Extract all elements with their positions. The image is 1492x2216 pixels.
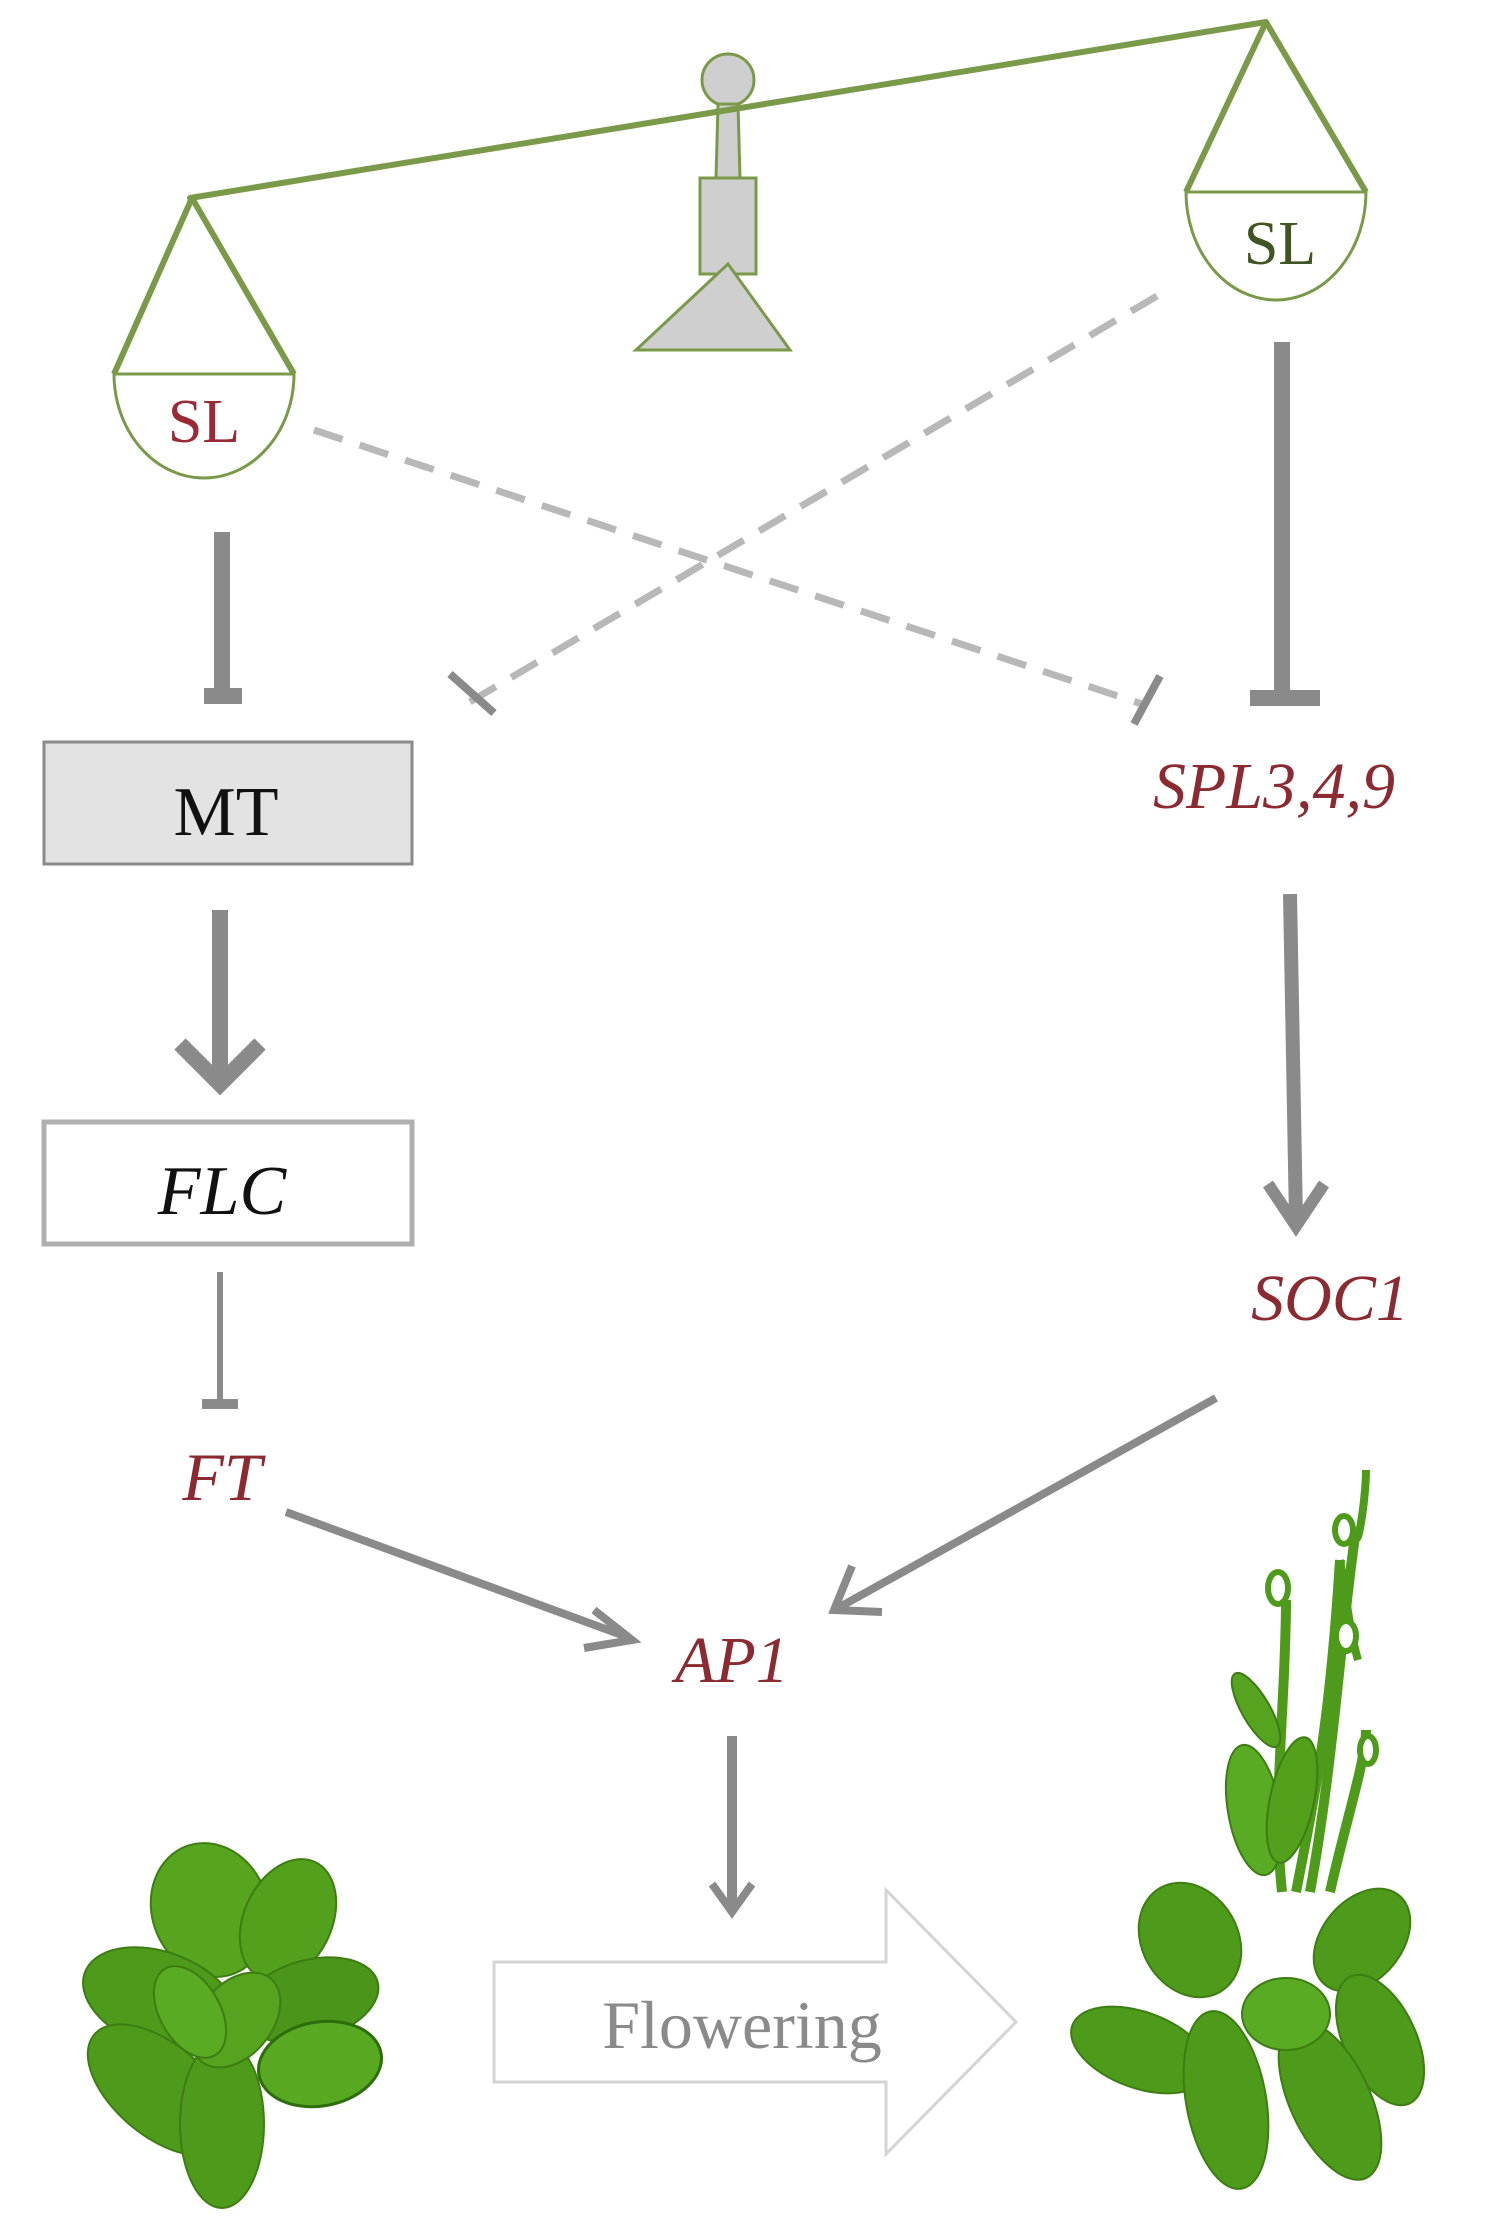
right-pathway: SPL3,4,9 SOC1 — [1153, 342, 1409, 1335]
arrow-ft-ap1-head — [583, 1606, 642, 1652]
right-pan-string-right — [1263, 20, 1369, 194]
left-pan-string-left — [111, 196, 195, 376]
dashed-line-left-sl-to-spl — [312, 426, 1144, 708]
arrow-mt-flc-head — [174, 1038, 266, 1096]
ft-label: FT — [181, 1439, 266, 1515]
flowering-arrow-shape — [492, 1886, 1019, 2158]
scale-pillar — [698, 176, 758, 276]
dashed-inhibit-bar-mt — [447, 671, 497, 716]
right-pan-bowl — [1184, 190, 1368, 302]
left-pan-string-right — [189, 196, 297, 376]
scale-stand — [632, 52, 793, 352]
flc-box — [41, 1119, 415, 1247]
left-pan-bowl — [112, 372, 296, 480]
scale-top-knob — [700, 52, 756, 108]
spl-label: SPL3,4,9 — [1153, 750, 1395, 823]
dashed-inhibitions — [312, 292, 1164, 726]
scale-beam — [187, 19, 1269, 201]
arrow-spl-soc1-shaft — [1283, 893, 1303, 1221]
right-pan: SL — [1183, 20, 1369, 302]
flowering-label: Flowering — [602, 1987, 882, 2063]
dashed-inhibit-bar-spl — [1130, 674, 1164, 726]
scale-base — [632, 261, 793, 352]
mt-box — [42, 740, 414, 866]
mt-label: MT — [174, 774, 279, 851]
ap1-label: AP1 — [671, 1624, 789, 1697]
right-pan-string-left — [1183, 20, 1269, 194]
left-pathway: MT FLC FT — [41, 532, 415, 1515]
balance-scale: SL SL — [111, 19, 1369, 480]
arrow-ap1-flowering-head — [708, 1881, 756, 1919]
arrow-spl-soc1-head — [1263, 1180, 1329, 1237]
left-pan-label: SL — [168, 388, 240, 456]
scale-neck — [714, 102, 742, 180]
flc-label: FLC — [157, 1153, 288, 1230]
left-pan: SL — [111, 196, 297, 480]
convergence: AP1 — [284, 1394, 1218, 1919]
right-pan-label: SL — [1244, 210, 1316, 278]
dashed-line-right-sl-to-mt — [466, 292, 1159, 707]
arrow-soc1-ap1-head — [828, 1564, 883, 1616]
arrow-ft-ap1-shaft — [284, 1508, 632, 1642]
flowering-plant-icon — [1070, 1469, 1426, 2190]
soc1-label: SOC1 — [1251, 1262, 1409, 1335]
arrow-soc1-ap1-shaft — [836, 1394, 1218, 1612]
rosette-plant-icon — [82, 1842, 383, 2209]
flowering-arrow: Flowering — [492, 1886, 1019, 2158]
